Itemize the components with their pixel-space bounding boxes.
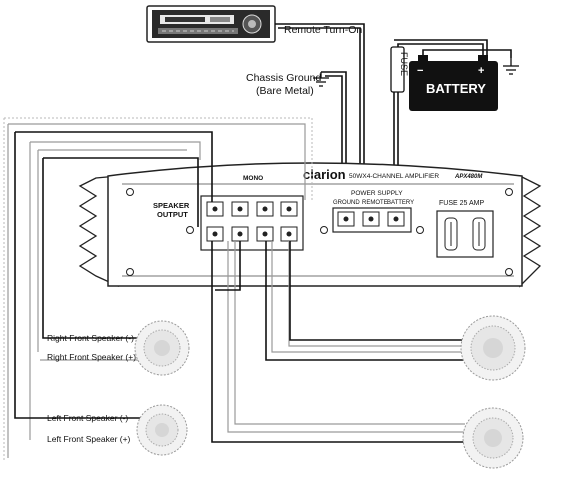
amplifier: clarion 50WX4-CHANNEL AMPLIFIER APX480M …	[78, 162, 542, 288]
mono-label: MONO	[243, 175, 263, 182]
battery: BATTERY − +	[409, 55, 498, 111]
speaker-output-label-line1: SPEAKER	[153, 201, 190, 210]
amp-brand-logo: clarion	[303, 167, 346, 182]
inline-fuse: FUSE	[390, 46, 409, 93]
amp-model-text: 50WX4-CHANNEL AMPLIFIER	[349, 173, 439, 180]
bare-metal-label: (Bare Metal)	[256, 85, 314, 97]
remote-turn-on-label: Remote Turn-On	[284, 24, 362, 36]
left-front-speaker-minus-label: Left Front Speaker (-)	[47, 413, 128, 423]
speaker-terminal-block	[200, 195, 304, 251]
speaker-right-front	[134, 320, 190, 376]
amp-fuse-holders	[436, 210, 494, 258]
amp-model-code: APX480M	[454, 174, 483, 180]
fuse-25-amp-label: FUSE 25 AMP	[439, 200, 484, 207]
power-wires	[275, 23, 512, 210]
speaker-output-label-line2: OUTPUT	[157, 210, 188, 219]
speaker-left-rear	[462, 407, 524, 469]
battery-terminal-label: BATTERY	[387, 200, 414, 206]
battery-label: BATTERY	[426, 81, 486, 96]
remote-terminal-label: REMOTE	[362, 200, 388, 206]
fuse-vertical-label: FUSE	[399, 52, 409, 76]
ground-terminal-label: GROUND	[333, 200, 360, 206]
right-front-speaker-minus-label: Right Front Speaker (-)	[47, 333, 134, 343]
left-front-speaker-plus-label: Left Front Speaker (+)	[47, 434, 131, 444]
speaker-right-rear	[460, 315, 526, 381]
head-unit-radio	[146, 5, 276, 43]
right-front-speaker-plus-label: Right Front Speaker (+)	[47, 352, 136, 362]
power-supply-label: POWER SUPPLY	[351, 190, 403, 197]
speaker-left-front	[136, 404, 188, 456]
power-terminal-block	[332, 207, 412, 233]
battery-ground-symbol	[503, 58, 519, 75]
speaker-wires	[3, 117, 470, 462]
chassis-ground-symbol	[313, 72, 329, 87]
battery-plus-sign: +	[478, 65, 484, 77]
chassis-ground-label: Chassis Ground	[246, 72, 321, 84]
battery-minus-sign: −	[417, 65, 423, 77]
